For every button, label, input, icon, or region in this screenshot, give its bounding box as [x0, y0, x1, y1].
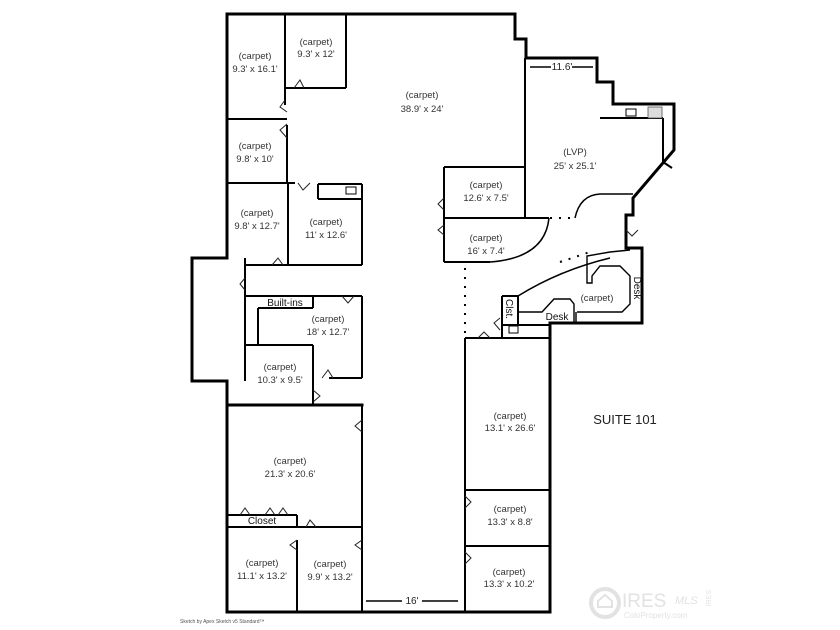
room-type: (carpet) [241, 208, 274, 219]
room-type: (carpet) [581, 293, 614, 304]
sink-icon [625, 108, 637, 117]
sink-icon-2 [345, 186, 357, 195]
room-labels: (carpet) 9.3' x 16.1' (carpet) 9.3' x 12… [232, 37, 613, 590]
room-type: (LVP) [563, 147, 587, 158]
kitchen-counter [345, 106, 673, 334]
room-size: 9.8' x 12.7' [234, 221, 280, 232]
ires-watermark: IRES MLS ColoProperty.com IRES [589, 587, 713, 620]
built-ins-label: Built-ins [267, 298, 303, 309]
house-icon [597, 593, 613, 608]
room-type: (carpet) [312, 314, 345, 325]
watermark-side: IRES [706, 590, 713, 607]
room-size: 21.3' x 20.6' [265, 469, 316, 480]
room-size: 9.9' x 13.2' [307, 572, 353, 583]
room-type: (carpet) [493, 567, 526, 578]
clst-label: Clst. [503, 299, 514, 319]
room-size: 18' x 12.7' [307, 327, 350, 338]
room-type: (carpet) [246, 558, 279, 569]
room-size: 12.6' x 7.5' [463, 193, 509, 204]
room-size: 9.3' x 16.1' [232, 64, 278, 75]
room-size: 11.1' x 13.2' [237, 571, 287, 582]
stove-icon [647, 106, 663, 119]
sketch-credit: Sketch by Apex Sketch v5 Standard™ [180, 619, 265, 625]
desk-label: Desk [546, 312, 570, 323]
room-size: 9.8' x 10' [236, 154, 274, 165]
room-type: (carpet) [406, 90, 439, 101]
room-size: 9.3' x 12' [297, 49, 335, 60]
room-size: 25' x 25.1' [554, 161, 597, 172]
room-type: (carpet) [300, 37, 333, 48]
doors [239, 79, 639, 565]
room-type: (carpet) [470, 180, 503, 191]
desk-label-vertical: Desk [631, 277, 642, 301]
room-size: 16' x 7.4' [467, 246, 505, 257]
watermark-brand: IRES [622, 591, 666, 612]
watermark-mls: MLS [675, 595, 698, 607]
room-size: 10.3' x 9.5' [257, 375, 303, 386]
dimension-top: 11.6' [530, 62, 593, 73]
room-size: 38.9' x 24' [401, 104, 444, 115]
room-type: (carpet) [494, 504, 527, 515]
room-type: (carpet) [314, 559, 347, 570]
room-type: (carpet) [239, 141, 272, 152]
room-size: 13.3' x 10.2' [484, 579, 535, 590]
dimension-label-top: 11.6' [552, 62, 573, 73]
room-size: 13.3' x 8.8' [487, 517, 533, 528]
room-size: 11' x 12.6' [305, 230, 347, 241]
watermark-sub: ColoProperty.com [624, 611, 688, 620]
room-type: (carpet) [239, 51, 272, 62]
dimension-label-bottom: 16' [405, 596, 418, 607]
room-size: 13.1' x 26.6' [485, 423, 536, 434]
suite-label: SUITE 101 [593, 412, 657, 427]
room-type: (carpet) [310, 217, 343, 228]
dimension-bottom: 16' [366, 596, 458, 607]
room-type: (carpet) [274, 456, 307, 467]
room-type: (carpet) [264, 362, 297, 373]
room-type: (carpet) [494, 411, 527, 422]
sink-icon-3 [508, 325, 519, 334]
room-type: (carpet) [470, 233, 503, 244]
closet-label: Closet [248, 516, 277, 527]
house-logo-icon [589, 587, 621, 619]
fixture-labels: Built-ins Closet Desk Desk Clst. [248, 277, 642, 527]
interior-walls [225, 14, 633, 612]
